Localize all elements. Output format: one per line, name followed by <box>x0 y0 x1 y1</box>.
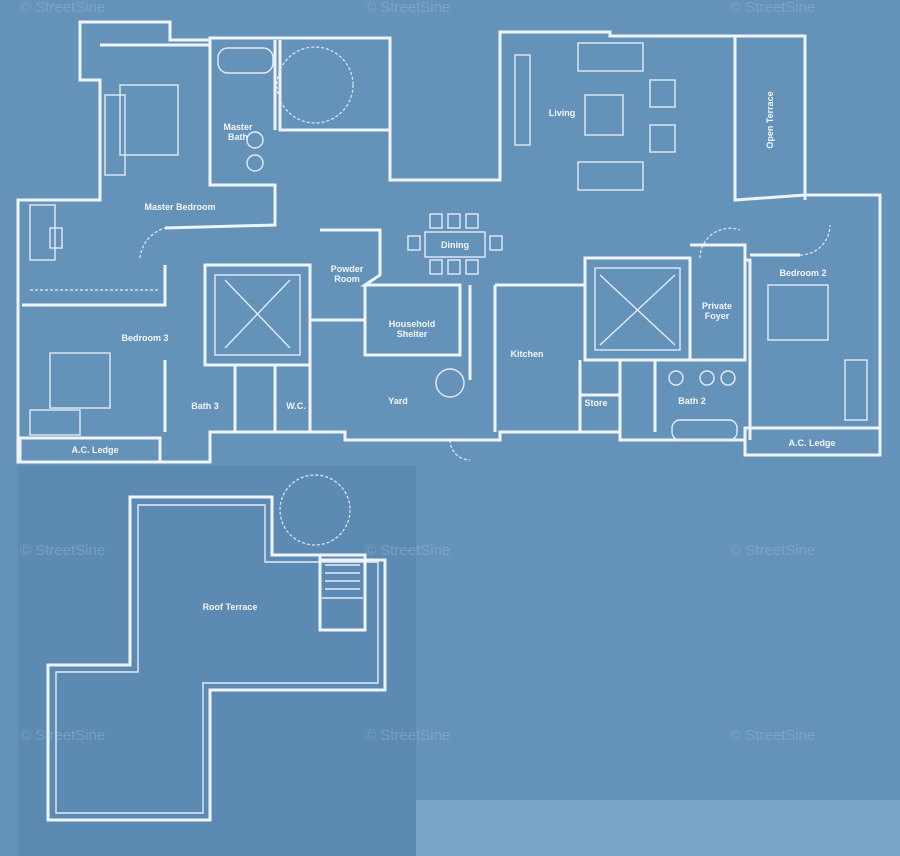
label-master-bath-2: Bath <box>228 132 248 142</box>
label-open-terrace: Open Terrace <box>765 91 775 148</box>
label-roof-terrace: Roof Terrace <box>203 602 258 612</box>
label-ac-ledge-right: A.C. Ledge <box>788 438 835 448</box>
label-powder-room-1: Powder <box>331 264 364 274</box>
label-powder-room-2: Room <box>334 274 360 284</box>
label-ac-ledge-left: A.C. Ledge <box>71 445 118 455</box>
watermark: © StreetSine <box>730 542 815 559</box>
watermark: © StreetSine <box>730 727 815 744</box>
label-master-bath-1: Master <box>223 122 253 132</box>
label-bedroom-2: Bedroom 2 <box>779 268 826 278</box>
walls <box>16 20 882 464</box>
watermark: © StreetSine <box>730 0 815 16</box>
label-bath-2: Bath 2 <box>678 396 706 406</box>
label-yard: Yard <box>388 396 408 406</box>
lower-panel <box>18 466 416 856</box>
watermark: © StreetSine <box>20 0 105 16</box>
label-household-shelter-1: Household <box>389 319 436 329</box>
roof-level <box>46 474 387 822</box>
room-labels: Master Bath Master Bedroom Powder Room D… <box>71 91 835 612</box>
watermark: © StreetSine <box>365 727 450 744</box>
watermark: © StreetSine <box>20 542 105 559</box>
watermark: © StreetSine <box>365 0 450 16</box>
label-master-bedroom: Master Bedroom <box>144 202 215 212</box>
label-living: Living <box>549 108 576 118</box>
furniture <box>29 42 868 461</box>
watermark: © StreetSine <box>20 727 105 744</box>
label-private-foyer-2: Foyer <box>705 311 730 321</box>
label-bedroom-3: Bedroom 3 <box>121 333 168 343</box>
label-dining: Dining <box>441 240 469 250</box>
label-private-foyer-1: Private <box>702 301 732 311</box>
label-bath-3: Bath 3 <box>191 401 219 411</box>
label-wc: W.C. <box>286 401 306 411</box>
bottom-strip <box>416 800 900 856</box>
label-kitchen: Kitchen <box>510 349 543 359</box>
label-household-shelter-2: Shelter <box>397 329 428 339</box>
label-store: Store <box>584 398 607 408</box>
watermark: © StreetSine <box>365 542 450 559</box>
watermarks: © StreetSine © StreetSine © StreetSine ©… <box>20 0 815 744</box>
